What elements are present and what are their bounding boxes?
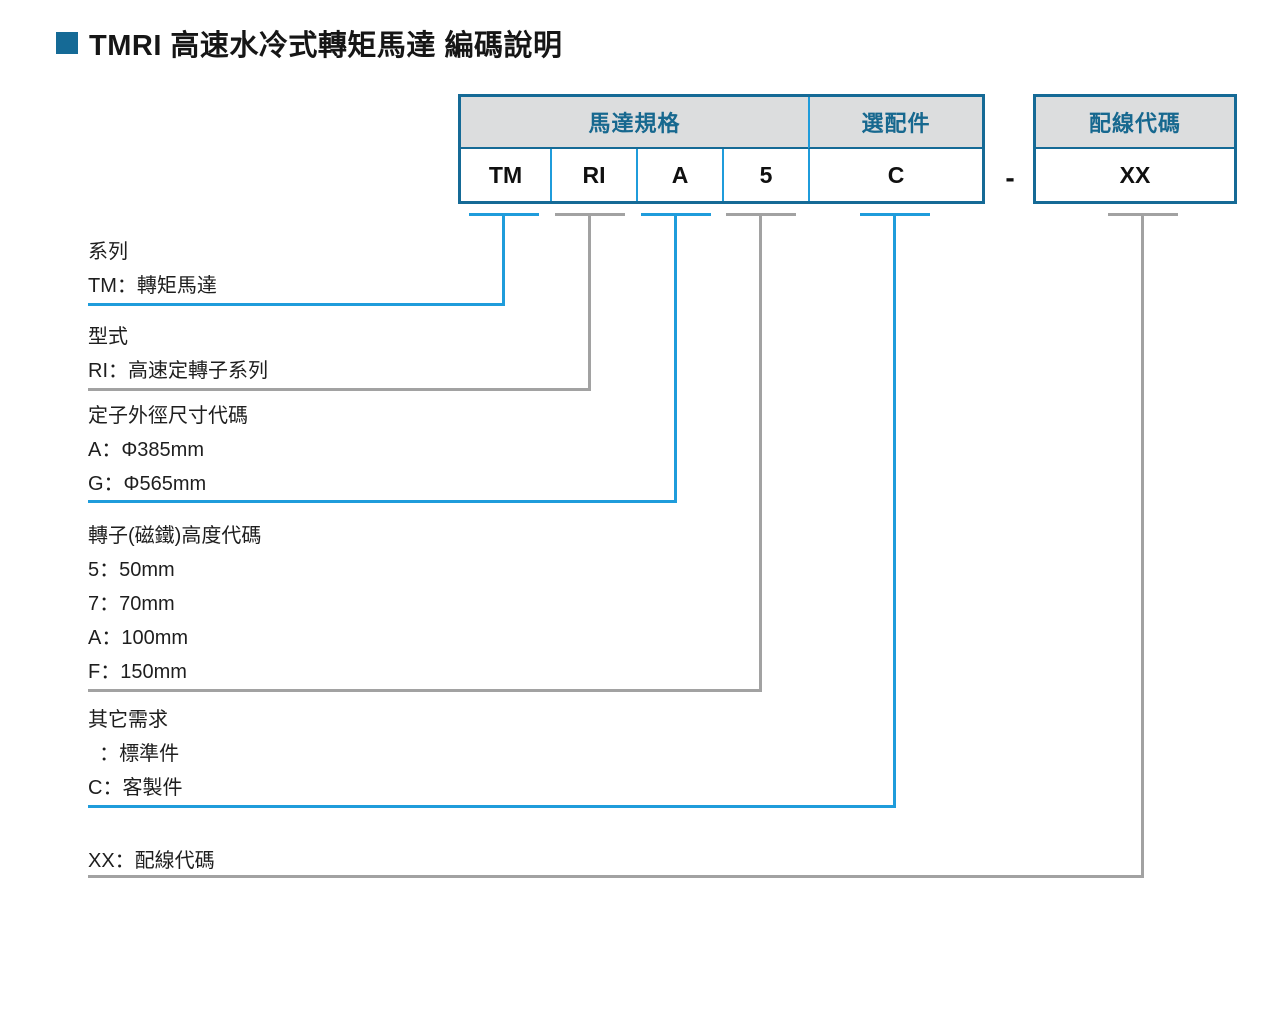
connector-5-underline <box>88 689 762 692</box>
header-wiring-code: 配線代碼 <box>1036 97 1234 149</box>
connector-5-line <box>759 213 762 692</box>
page-title: TMRI 高速水冷式轉矩馬達 編碼說明 <box>89 30 563 62</box>
legend-other-req-heading: 其它需求 <box>88 709 168 731</box>
square-bullet-icon <box>56 32 78 54</box>
connector-xx-underline <box>88 875 1144 878</box>
legend-wiring-code-item: XX：配線代碼 <box>88 850 215 872</box>
legend-rotor-height-item: F：150mm <box>88 661 187 683</box>
connector-a-line <box>674 213 677 503</box>
model-code-table: 馬達規格 選配件 TM RI A 5 C <box>458 94 985 204</box>
legend-series-item: TM：轉矩馬達 <box>88 275 217 297</box>
code-segment-xx: XX <box>1119 161 1151 188</box>
wiring-code-table: 配線代碼 XX <box>1033 94 1237 204</box>
code-segment-ri: RI <box>550 149 636 201</box>
code-segment-c: C <box>808 149 982 201</box>
legend-stator-od-heading: 定子外徑尺寸代碼 <box>88 405 248 427</box>
legend-other-req-item: C：客製件 <box>88 777 183 799</box>
code-separator-dash: - <box>1005 162 1015 193</box>
legend-rotor-height-item: 7：70mm <box>88 593 175 615</box>
connector-tm-underline <box>88 303 505 306</box>
legend-other-req: 其它需求 ：標準件 C：客製件 <box>88 703 182 805</box>
connector-c-underline <box>88 805 896 808</box>
legend-rotor-height-heading: 轉子(磁鐵)高度代碼 <box>88 525 262 547</box>
header-options: 選配件 <box>808 97 982 149</box>
legend-type-heading: 型式 <box>88 326 128 348</box>
code-segment-tm: TM <box>488 161 523 188</box>
legend-rotor-height-item: A：100mm <box>88 627 189 649</box>
legend-stator-od-item: A：Φ385mm <box>88 439 204 461</box>
connector-xx-line <box>1141 213 1144 878</box>
title-row: TMRI 高速水冷式轉矩馬達 編碼說明 <box>56 22 563 64</box>
code-segment-5: 5 <box>722 149 808 201</box>
legend-rotor-height: 轉子(磁鐵)高度代碼 5：50mm 7：70mm A：100mm F：150mm <box>88 519 261 689</box>
legend-stator-od-item: G：Φ565mm <box>88 473 207 495</box>
legend-other-req-item: ：標準件 <box>88 743 180 765</box>
header-motor-spec: 馬達規格 <box>461 97 808 149</box>
legend-type-item: RI：高速定轉子系列 <box>88 360 268 382</box>
connector-ri-line <box>588 213 591 391</box>
legend-series-heading: 系列 <box>88 241 128 263</box>
connector-ri-underline <box>88 388 591 391</box>
legend-type: 型式 RI：高速定轉子系列 <box>88 320 268 388</box>
connector-tm-line <box>502 213 505 306</box>
legend-series: 系列 TM：轉矩馬達 <box>88 235 217 303</box>
connector-c-line <box>893 213 896 808</box>
connector-a-underline <box>88 500 677 503</box>
legend-stator-od: 定子外徑尺寸代碼 A：Φ385mm G：Φ565mm <box>88 399 248 501</box>
legend-wiring-code: XX：配線代碼 <box>88 846 215 876</box>
legend-rotor-height-item: 5：50mm <box>88 559 175 581</box>
code-segment-a: A <box>636 149 722 201</box>
